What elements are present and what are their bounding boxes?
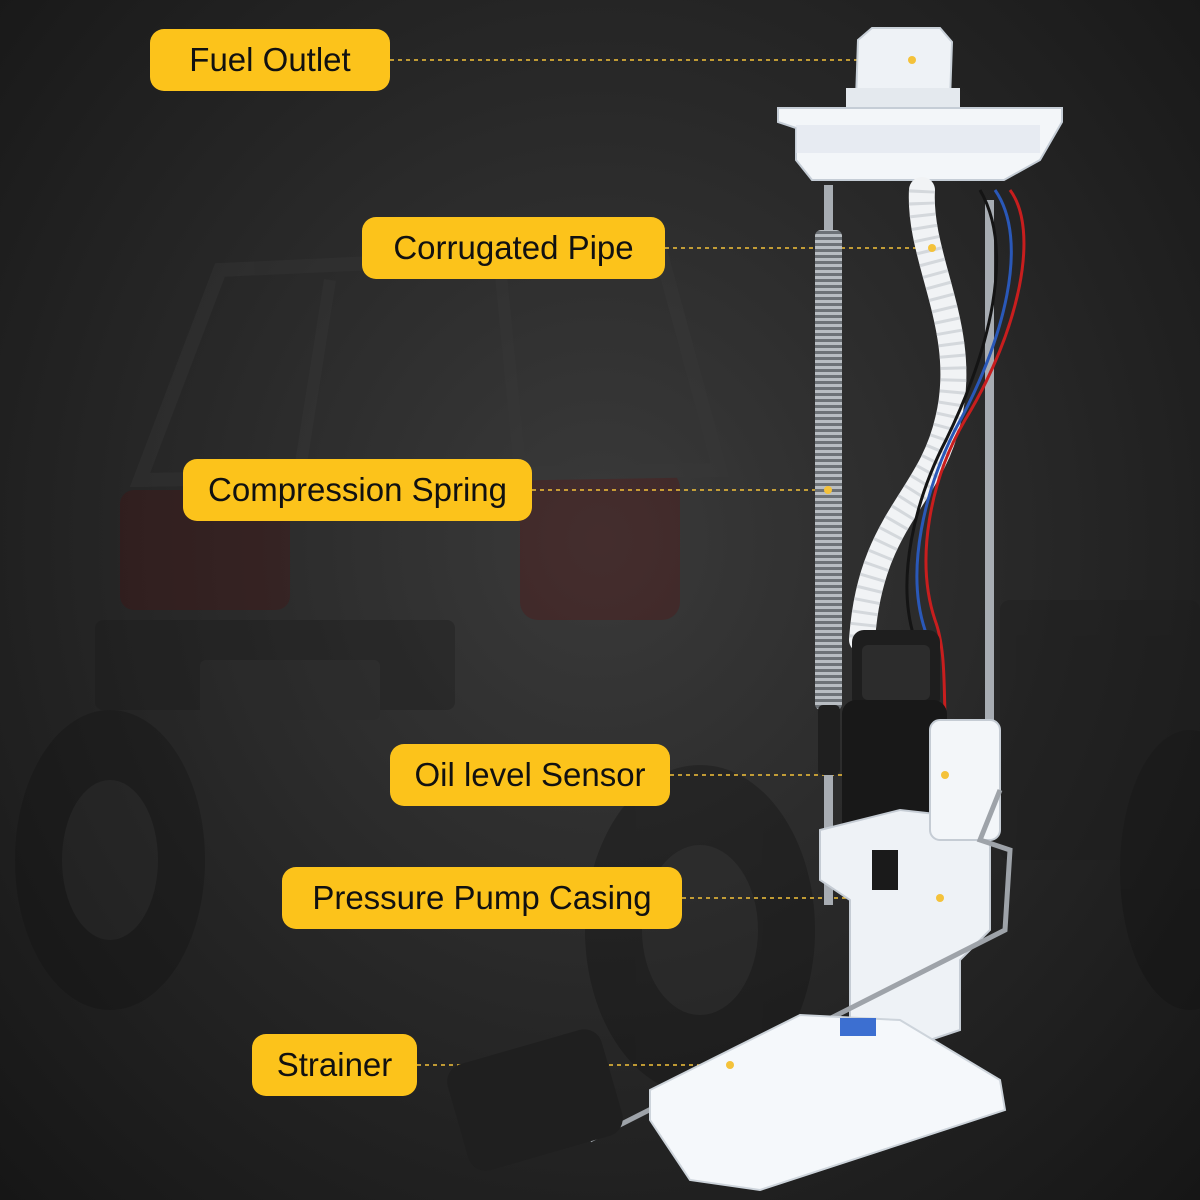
- label-corrugated-pipe: Corrugated Pipe: [362, 217, 665, 279]
- background-vehicle-silhouette: [15, 242, 1200, 1095]
- sensor-bracket: [929, 719, 1001, 841]
- pump-motor-body: [842, 700, 947, 840]
- label-compression-spring: Compression Spring: [183, 459, 532, 521]
- leader-lines: [390, 59, 945, 1066]
- label-strainer: Strainer: [252, 1034, 417, 1096]
- float: [447, 1029, 623, 1171]
- dot-pressure-pump-casing: [936, 894, 944, 902]
- dot-oil-level-sensor: [941, 771, 949, 779]
- label-pressure-pump-casing: Pressure Pump Casing: [282, 867, 682, 929]
- label-oil-level-sensor: Oil level Sensor: [390, 744, 670, 806]
- float-arm: [588, 789, 1013, 1143]
- label-fuel-outlet: Fuel Outlet: [150, 29, 390, 91]
- fuel-pump-assembly: [447, 27, 1063, 1192]
- strainer-body: [649, 1013, 1007, 1192]
- compression-spring-coil: [815, 230, 842, 710]
- connection-dots: [726, 56, 949, 1069]
- dot-compression-spring: [824, 486, 832, 494]
- dot-strainer: [726, 1061, 734, 1069]
- pressure-pump-casing-body: [819, 808, 991, 1052]
- wire-red: [924, 189, 1026, 761]
- dot-corrugated-pipe: [928, 244, 936, 252]
- dot-fuel-outlet: [908, 56, 916, 64]
- right-guide-rod: [985, 200, 994, 730]
